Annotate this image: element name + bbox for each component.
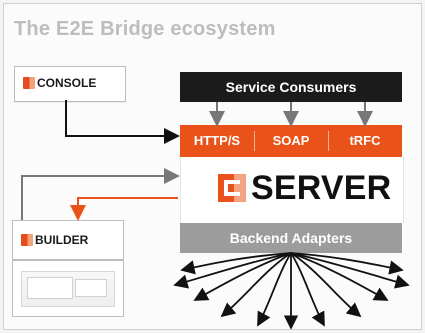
server-title: SERVER (251, 169, 392, 207)
server-box: SERVER (180, 157, 404, 223)
builder-label: BUILDER (21, 233, 88, 247)
thumbnail-panel-left (27, 277, 73, 299)
backend-adapters-bar: Backend Adapters (180, 223, 402, 253)
console-logo-icon (23, 77, 35, 89)
builder-logo-icon (21, 234, 33, 246)
console-text: CONSOLE (37, 76, 97, 90)
builder-screenshot-thumbnail (12, 260, 124, 317)
diagram-title: The E2E Bridge ecosystem (14, 18, 276, 40)
protocol-https: HTTP/S (193, 133, 241, 148)
builder-box: BUILDER (12, 220, 124, 260)
protocol-trfc: tRFC (349, 133, 381, 148)
console-label: CONSOLE (23, 76, 96, 90)
protocol-soap: SOAP (272, 133, 310, 148)
server-logo-icon (218, 174, 246, 202)
service-consumers-bar: Service Consumers (180, 72, 402, 102)
protocols-bar: HTTP/S SOAP tRFC (180, 125, 402, 157)
protocol-divider-1 (254, 131, 255, 151)
console-box: CONSOLE (14, 66, 126, 102)
protocol-divider-2 (328, 131, 329, 151)
builder-text: BUILDER (35, 233, 89, 247)
thumbnail-panel-right (75, 279, 107, 297)
